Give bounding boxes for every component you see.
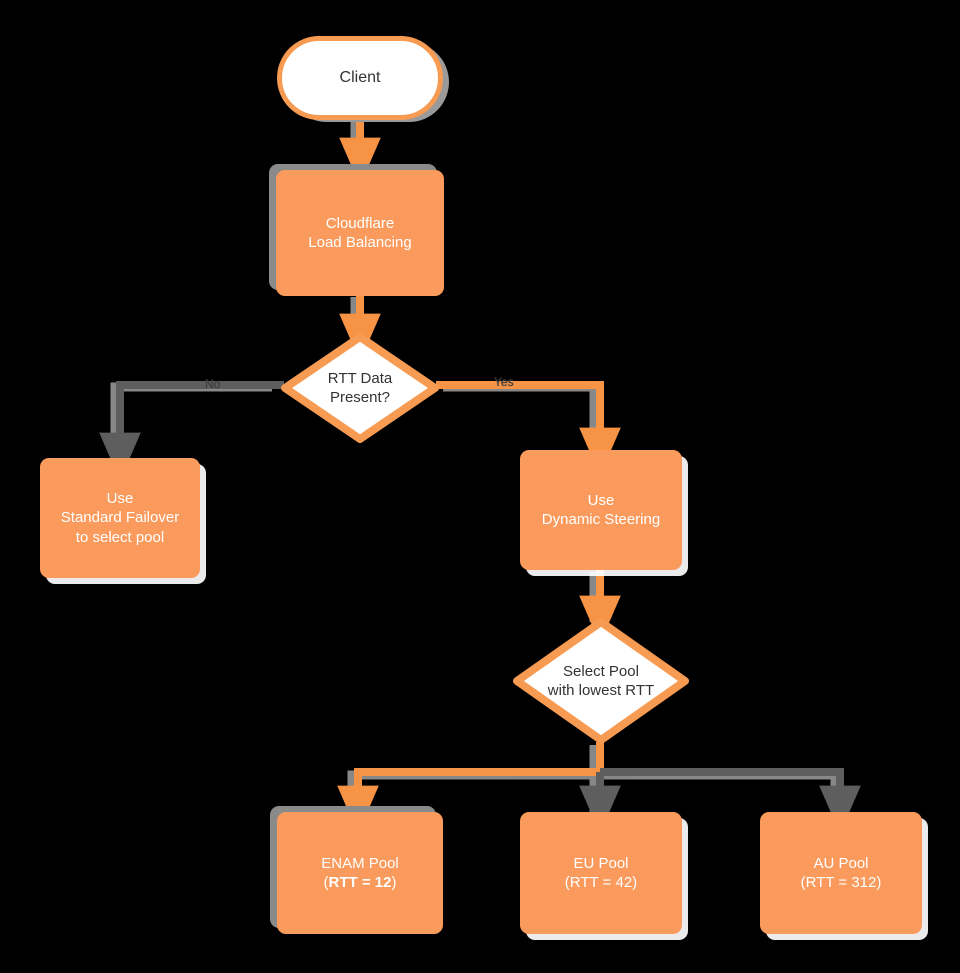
node-select-pool-line2: with lowest RTT [547, 682, 655, 699]
node-rtt-decision-line2: Present? [329, 389, 391, 406]
node-standard-failover[interactable]: Use Standard Failover to select pool [40, 458, 200, 578]
node-au-pool-line1: AU Pool [813, 854, 869, 872]
node-standard-failover-line1: Use [106, 489, 134, 507]
node-enam-pool-paren-close: ) [391, 874, 397, 891]
node-cloudflare-load-balancing[interactable]: Cloudflare Load Balancing [276, 170, 444, 296]
node-au-pool-line2: (RTT = 312) [800, 874, 882, 891]
edge-rtt-no-to-standard-failover [99, 381, 284, 481]
diamond-shape-select-pool [513, 618, 689, 744]
edge-label-rtt-no: No [205, 377, 221, 391]
node-client[interactable]: Client [277, 36, 443, 120]
node-rtt-decision-line1: RTT Data [327, 369, 393, 387]
node-standard-failover-line2: Standard Failover [60, 509, 180, 527]
node-eu-pool-line1: EU Pool [573, 854, 629, 872]
node-enam-pool-paren-open: ( [323, 874, 329, 891]
node-dynamic-steering-line2: Dynamic Steering [541, 511, 661, 528]
node-enam-pool-line2: (RTT = 12) [321, 873, 399, 893]
node-client-label: Client [339, 68, 381, 86]
edge-label-rtt-yes: Yes [494, 375, 514, 389]
node-standard-failover-line3: to select pool [75, 528, 165, 546]
node-load-balancing-line2: Load Balancing [308, 234, 412, 251]
edge-rtt-yes-to-dynamic-steering [436, 381, 621, 476]
node-load-balancing-line1: Cloudflare [325, 214, 395, 232]
node-eu-pool[interactable]: EU Pool (RTT = 42) [520, 812, 682, 934]
node-select-pool-decision[interactable]: Select Pool with lowest RTT [513, 618, 689, 744]
node-dynamic-steering[interactable]: Use Dynamic Steering [520, 450, 682, 570]
node-dynamic-steering-line1: Use [587, 491, 615, 509]
diamond-shape-rtt [281, 333, 439, 443]
edge-select-pool-to-enam-pool [337, 742, 604, 834]
node-rtt-data-present-decision[interactable]: RTT Data Present? [281, 333, 439, 443]
node-select-pool-line1: Select Pool [563, 662, 639, 680]
node-eu-pool-line2: (RTT = 42) [564, 874, 638, 891]
node-enam-pool-line1: ENAM Pool [321, 854, 399, 872]
node-au-pool[interactable]: AU Pool (RTT = 312) [760, 812, 922, 934]
node-enam-pool[interactable]: ENAM Pool (RTT = 12) [277, 812, 443, 934]
edge-select-pool-to-au-pool [600, 768, 861, 834]
node-enam-pool-rtt-value: RTT = 12 [328, 874, 392, 891]
